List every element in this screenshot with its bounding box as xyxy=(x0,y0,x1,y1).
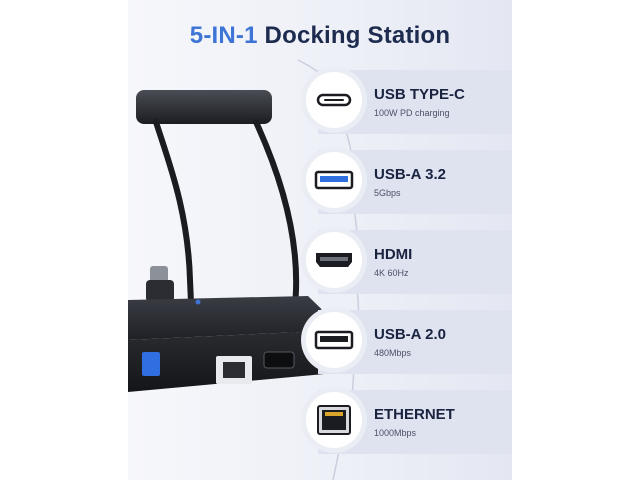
status-led xyxy=(195,299,201,305)
feature-label: ETHERNET xyxy=(374,406,455,423)
dock-body-top xyxy=(128,296,343,340)
feature-sub: 5Gbps xyxy=(374,188,401,198)
banner-title: 5-IN-1 Docking Station xyxy=(128,22,512,50)
usb-a-port-icon xyxy=(306,312,362,368)
feature-sub: 480Mbps xyxy=(374,348,412,358)
feature-row-ethernet: ETHERNET 1000Mbps xyxy=(306,390,512,454)
usb-c-port-icon xyxy=(306,72,362,128)
feature-row-usb-a-20: USB-A 2.0 480Mbps xyxy=(306,310,512,374)
feature-row-usb-c: USB TYPE-C 100W PD charging xyxy=(306,70,512,134)
right-support-wire xyxy=(253,119,300,333)
feature-label: USB-A 3.2 xyxy=(374,166,446,183)
left-support-wire xyxy=(153,119,195,328)
usb-a-blue-port-icon xyxy=(306,152,362,208)
hdmi-port xyxy=(263,351,295,369)
feature-row-hdmi: HDMI 4K 60Hz xyxy=(306,230,512,294)
feature-label: HDMI xyxy=(374,246,413,263)
handle-bar xyxy=(136,90,272,124)
feature-label: USB-A 2.0 xyxy=(374,326,446,343)
product-banner: 5-IN-1 Docking Station xyxy=(128,0,512,480)
title-accent: 5-IN-1 xyxy=(189,22,258,49)
docking-station-illustration xyxy=(128,90,350,392)
feature-sub: 1000Mbps xyxy=(374,428,417,438)
hdmi-port-icon xyxy=(306,232,362,288)
feature-sub: 100W PD charging xyxy=(374,108,450,118)
feature-sub: 4K 60Hz xyxy=(374,268,409,278)
feature-label: USB TYPE-C xyxy=(374,86,465,103)
feature-row-usb-a-32: USB-A 3.2 5Gbps xyxy=(306,150,512,214)
side-usb-a-port xyxy=(142,352,160,376)
title-main: Docking Station xyxy=(264,22,451,49)
ethernet-port-icon xyxy=(306,392,362,448)
